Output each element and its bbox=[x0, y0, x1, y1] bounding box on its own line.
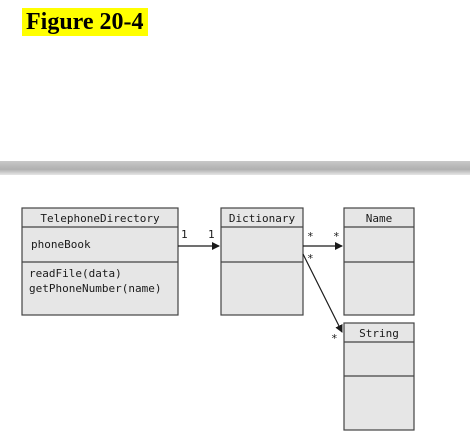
section-divider bbox=[0, 161, 470, 175]
multiplicity-name-source: * bbox=[307, 230, 314, 243]
method-getphonenumber: getPhoneNumber(name) bbox=[29, 282, 161, 295]
class-name-string: String bbox=[359, 327, 399, 340]
class-name-dictionary: Dictionary bbox=[229, 212, 296, 225]
class-string: String bbox=[343, 322, 415, 431]
class-name-telephone-directory: TelephoneDirectory bbox=[40, 212, 160, 225]
class-telephone-directory: TelephoneDirectory phoneBook readFile(da… bbox=[21, 207, 179, 316]
class-name-name: Name bbox=[366, 212, 393, 225]
attribute-phonebook: phoneBook bbox=[31, 238, 91, 251]
association-td-dictionary: 1 1 bbox=[178, 228, 220, 250]
multiplicity-name-target: * bbox=[333, 230, 340, 243]
association-dictionary-string: * * bbox=[302, 252, 343, 345]
multiplicity-td-target: 1 bbox=[208, 228, 215, 241]
multiplicity-td-source: 1 bbox=[181, 228, 188, 241]
figure-title: Figure 20-4 bbox=[22, 8, 148, 36]
class-name: Name bbox=[343, 207, 415, 316]
multiplicity-string-source: * bbox=[307, 252, 314, 265]
method-readfile: readFile(data) bbox=[29, 267, 122, 280]
association-dictionary-name: * * bbox=[303, 230, 343, 250]
multiplicity-string-target: * bbox=[331, 332, 338, 345]
class-dictionary: Dictionary bbox=[220, 207, 304, 316]
